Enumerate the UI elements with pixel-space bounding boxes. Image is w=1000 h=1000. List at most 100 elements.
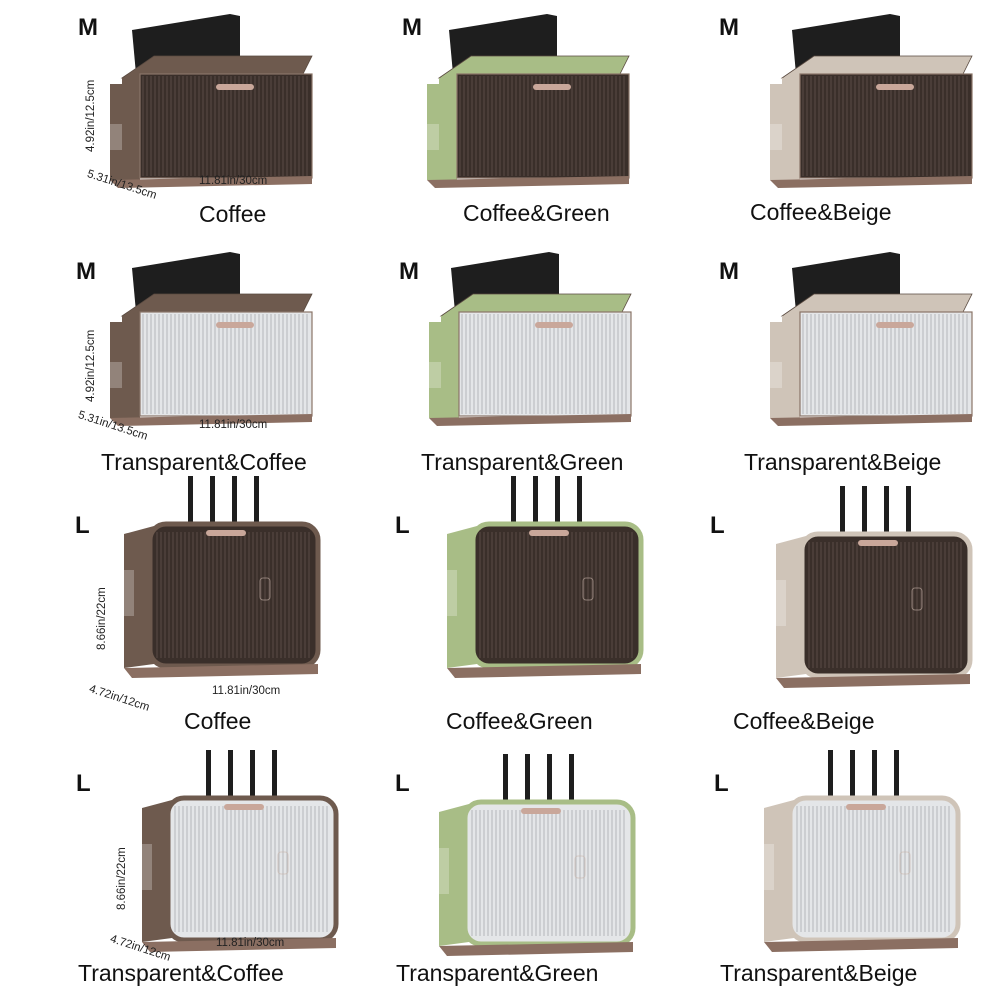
router-antenna-icon bbox=[872, 750, 877, 806]
router-antenna-icon bbox=[511, 476, 516, 532]
router-antenna-icon bbox=[884, 486, 889, 542]
router-antenna-icon bbox=[555, 476, 560, 532]
vent-window bbox=[582, 577, 594, 601]
front-panel-ribbing bbox=[808, 542, 962, 668]
router-antenna-icon bbox=[228, 750, 233, 806]
base-strip bbox=[439, 942, 633, 956]
front-panel-ribbing bbox=[156, 532, 310, 658]
variant-card-3: M 4.92in/12.5cm 5.31in/13.5cm 11.81in/30… bbox=[0, 250, 330, 500]
side-wall bbox=[427, 84, 457, 180]
size-letter: M bbox=[78, 14, 98, 41]
size-letter: M bbox=[399, 258, 419, 285]
front-panel-ribbing bbox=[461, 314, 627, 414]
size-letter: L bbox=[76, 770, 91, 797]
router-antenna-icon bbox=[250, 750, 255, 806]
side-panel bbox=[764, 800, 794, 942]
size-letter: M bbox=[402, 14, 422, 41]
variant-card-10: L Transparent&Green bbox=[333, 750, 663, 1000]
front-door bbox=[456, 73, 630, 179]
product-image bbox=[770, 252, 973, 426]
variant-card-11: L Transparent&Beige bbox=[666, 750, 996, 1000]
front-panel-ribbing bbox=[142, 76, 308, 176]
router-antenna-icon bbox=[850, 750, 855, 806]
width-dimension-label: 11.81in/30cm bbox=[199, 419, 268, 431]
front-panel-ribbing bbox=[471, 810, 625, 936]
base-strip bbox=[110, 414, 312, 426]
router-antenna-icon bbox=[569, 754, 574, 810]
side-panel bbox=[776, 536, 806, 678]
door-handle bbox=[535, 322, 573, 328]
cable-cutout bbox=[110, 124, 122, 150]
side-panel bbox=[124, 526, 154, 668]
product-image bbox=[427, 14, 630, 188]
variant-card-9: L 8.66in/22cm 4.72in/12cm 11.81in/30cm T… bbox=[0, 750, 339, 1000]
size-letter: M bbox=[719, 14, 739, 41]
base-strip bbox=[142, 938, 336, 952]
cable-cutout bbox=[764, 844, 774, 890]
base-strip bbox=[124, 664, 318, 678]
base-strip bbox=[427, 176, 629, 188]
base-strip bbox=[429, 414, 631, 426]
router-antenna-icon bbox=[254, 476, 259, 532]
side-wall bbox=[770, 322, 800, 418]
door-handle bbox=[529, 530, 569, 536]
router-antenna-icon bbox=[547, 754, 552, 810]
side-panel bbox=[439, 804, 469, 946]
door-handle bbox=[521, 808, 561, 814]
size-letter: L bbox=[395, 770, 410, 797]
color-label: Coffee&Beige bbox=[750, 199, 892, 225]
front-panel-ribbing bbox=[802, 76, 968, 176]
height-dimension-label: 4.92in/12.5cm bbox=[85, 329, 97, 402]
router-antenna-icon bbox=[906, 486, 911, 542]
width-dimension-label: 11.81in/30cm bbox=[216, 937, 285, 949]
cable-cutout bbox=[429, 362, 441, 388]
front-panel-ribbing bbox=[796, 806, 950, 932]
product-image bbox=[110, 252, 313, 426]
router-antenna-icon bbox=[232, 476, 237, 532]
cable-cutout bbox=[124, 570, 134, 616]
vent-window bbox=[899, 851, 911, 875]
product-image bbox=[776, 486, 973, 688]
side-wall bbox=[110, 84, 140, 180]
router-antenna-icon bbox=[862, 486, 867, 542]
router-antenna-icon bbox=[503, 754, 508, 810]
base-strip bbox=[447, 664, 641, 678]
door-handle bbox=[224, 804, 264, 810]
front-panel-ribbing bbox=[459, 76, 625, 176]
product-image bbox=[770, 14, 973, 188]
variant-card-0: M 4.92in/12.5cm 5.31in/13.5cm 11.81in/30… bbox=[0, 0, 330, 250]
color-label: Coffee bbox=[184, 708, 252, 734]
cable-cutout bbox=[770, 124, 782, 150]
size-letter: M bbox=[76, 258, 96, 285]
side-wall bbox=[429, 322, 459, 418]
router-antenna-icon bbox=[577, 476, 582, 532]
front-panel-ribbing bbox=[479, 532, 633, 658]
base-strip bbox=[770, 414, 972, 426]
color-label: Transparent&Beige bbox=[720, 960, 918, 986]
cable-cutout bbox=[110, 362, 122, 388]
side-wall bbox=[110, 322, 140, 418]
router-antenna-icon bbox=[206, 750, 211, 806]
door-handle bbox=[846, 804, 886, 810]
size-letter: L bbox=[395, 512, 410, 539]
door-handle bbox=[858, 540, 898, 546]
router-antenna-icon bbox=[272, 750, 277, 806]
depth-dimension-label: 4.72in/12cm bbox=[87, 683, 151, 714]
color-label: Transparent&Green bbox=[421, 449, 624, 475]
variant-card-2: M Coffee&Beige bbox=[666, 0, 996, 250]
height-dimension-label: 4.92in/12.5cm bbox=[85, 79, 97, 152]
size-letter: L bbox=[710, 512, 725, 539]
base-strip bbox=[776, 674, 970, 688]
front-panel-ribbing bbox=[142, 314, 308, 414]
vent-window bbox=[911, 587, 923, 611]
base-strip bbox=[770, 176, 972, 188]
router-antenna-icon bbox=[894, 750, 899, 806]
color-label: Coffee&Beige bbox=[733, 708, 875, 734]
door-handle bbox=[216, 84, 254, 90]
front-door bbox=[139, 73, 313, 179]
color-label: Transparent&Coffee bbox=[78, 960, 284, 986]
width-dimension-label: 11.81in/30cm bbox=[212, 685, 281, 697]
product-image bbox=[439, 754, 636, 956]
product-image bbox=[429, 252, 632, 426]
product-image bbox=[110, 14, 313, 188]
